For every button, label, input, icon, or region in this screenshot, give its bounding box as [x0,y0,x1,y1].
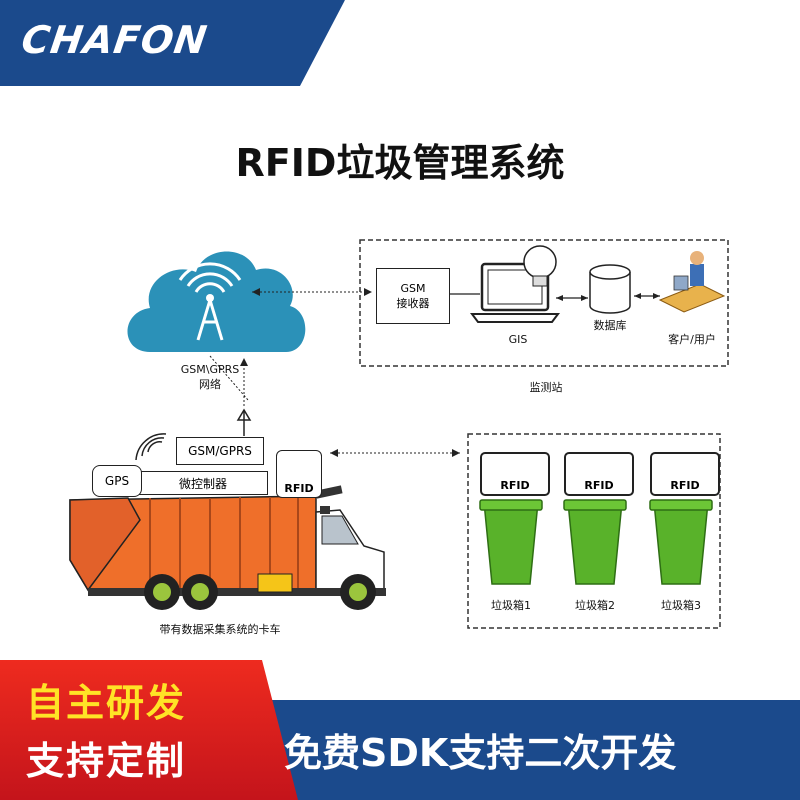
sdk-banner [248,700,800,800]
truck-label: 带有数据采集系统的卡车 [159,623,281,636]
user-at-desk-icon [658,251,726,313]
waste-bin-icon [479,499,543,585]
truck-rfid-label: RFID [284,482,314,495]
bin-rfid-tag-label: RFID [670,479,700,492]
diagram-canvas [69,239,729,629]
gps-box: GPS [92,465,142,497]
header-band [0,0,800,86]
page-title: RFID垃圾管理系统 [235,141,565,185]
banner-customization: 支持定制 [26,739,187,783]
bins-box [467,433,721,629]
signal-waves-icon [135,433,167,461]
garbage-truck-icon [69,495,386,610]
lightbulb-icon [523,245,557,287]
bin-label: 垃圾箱1 [491,599,531,612]
computer-icon [470,262,560,323]
antenna-icon [236,408,252,436]
cloud-icon [127,251,306,352]
bin-rfid-tag: RFID [650,452,720,496]
bin-rfid-tag: RFID [564,452,634,496]
banner-self-developed: 自主研发 [26,681,187,725]
microcontroller-box: 微控制器 [138,471,268,495]
monitoring-station-label: 监测站 [529,381,563,394]
bin-rfid-tag-label: RFID [500,479,530,492]
banner-sdk-text: 免费SDK支持二次开发 [284,731,677,775]
network-label: GSM\GPRS 网络 [158,362,262,392]
bin-label: 垃圾箱3 [661,599,701,612]
truck-rfid-tag: RFID [276,450,322,498]
network-label-line1: GSM\GPRS [180,363,240,376]
cell-tower-icon [178,262,242,341]
waste-bin-icon [563,499,627,585]
custom-banner [0,660,298,800]
waste-bin-icon [649,499,713,585]
database-label: 数据库 [593,319,627,332]
bin-rfid-tag: RFID [480,452,550,496]
gsm-receiver-line2: 接收器 [396,297,430,310]
bin-label: 垃圾箱2 [575,599,615,612]
gis-label: GIS [508,333,528,346]
client-label: 客户/用户 [668,333,716,346]
monitoring-station-box [359,239,729,367]
truck-gsm-gprs-box: GSM/GPRS [176,437,264,465]
network-label-line2: 网络 [199,378,221,391]
gsm-receiver-line1: GSM [400,282,426,295]
bin-rfid-tag-label: RFID [584,479,614,492]
database-icon [589,264,631,314]
rfid-reader-icon [315,485,343,499]
gsm-receiver-box: GSM 接收器 [376,268,450,324]
